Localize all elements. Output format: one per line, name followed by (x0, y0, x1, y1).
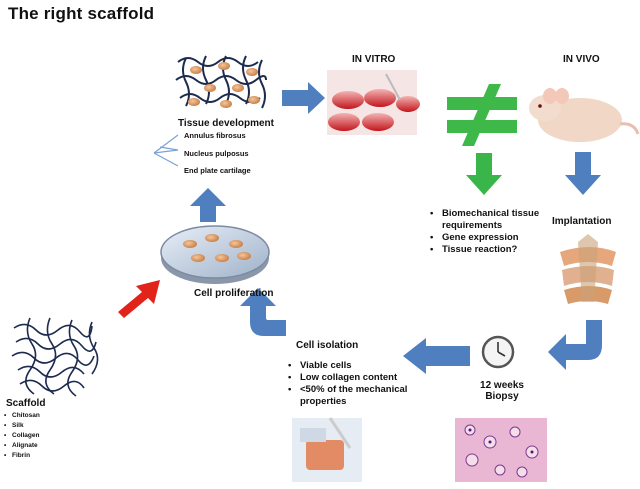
arrow-to-tissue-development (190, 188, 226, 222)
list-item: Collagen (4, 431, 74, 441)
arrow-to-in-vitro (282, 82, 325, 114)
arrow-to-cell-proliferation (240, 288, 286, 336)
biopsy-weeks: 12 weeks (480, 380, 524, 391)
list-item: Gene expression (430, 232, 550, 244)
list-item: Biomechanical tissue requirements (430, 208, 550, 232)
list-item: Alignate (4, 441, 74, 451)
tissue-type-annulus: Annulus fibrosus (184, 131, 246, 140)
well-plate-image (327, 70, 420, 135)
histology-image (455, 418, 547, 482)
biopsy-label: 12 weeks Biopsy (476, 380, 528, 402)
implantation-label: Implantation (552, 216, 612, 227)
biopsy-text: Biopsy (485, 391, 519, 402)
spine-image (560, 234, 616, 304)
not-equal-symbol (447, 84, 517, 146)
scaffold-label: Scaffold (6, 398, 46, 409)
list-item: Fibrin (4, 451, 74, 461)
clock-icon (481, 335, 515, 369)
list-item: Tissue reaction? (430, 244, 550, 256)
branch-arrows (153, 134, 179, 167)
tissue-type-nucleus: Nucleus pulposus (184, 149, 249, 158)
green-down-arrow (466, 153, 502, 195)
cell-isolation-label: Cell isolation (296, 340, 359, 351)
mouse-image (529, 88, 640, 142)
list-item: Silk (4, 421, 74, 431)
tissue-development-label: Tissue development (178, 118, 274, 129)
in-vitro-label: IN VITRO (352, 54, 396, 65)
tissue-type-endplate: End plate cartilage (184, 166, 251, 175)
cells-on-scaffold (188, 62, 260, 108)
flask-photo (292, 417, 362, 482)
in-vitro-outcomes-list: Biomechanical tissue requirements Gene e… (430, 208, 550, 256)
fiber-network-image (175, 55, 267, 109)
red-arrow (118, 280, 160, 318)
list-item: <50% of the mechanical properties (288, 384, 408, 408)
arrow-to-cell-isolation (403, 338, 470, 374)
list-item: Viable cells (288, 360, 408, 372)
scaffold-materials-list: Chitosan Silk Collagen Alignate Fibrin (4, 411, 74, 461)
scaffold-fibers-image (11, 317, 99, 397)
in-vivo-label: IN VIVO (563, 54, 600, 65)
cell-isolation-outcomes-list: Viable cells Low collagen content <50% o… (288, 360, 408, 408)
list-item: Low collagen content (288, 372, 408, 384)
cell-proliferation-label: Cell proliferation (194, 288, 274, 299)
arrow-to-biopsy (548, 320, 602, 370)
culture-dish-image (160, 225, 270, 284)
arrow-to-implantation (565, 152, 601, 195)
page-title: The right scaffold (8, 4, 155, 23)
list-item: Chitosan (4, 411, 74, 421)
